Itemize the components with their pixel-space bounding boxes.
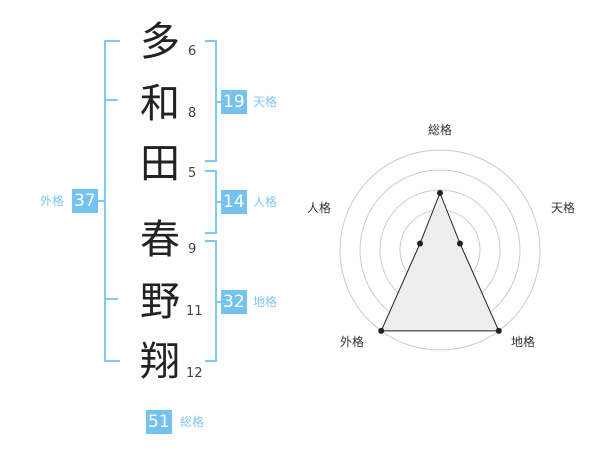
gaikaku-connector bbox=[96, 200, 104, 202]
stroke-count-2: 8 bbox=[188, 106, 197, 121]
stroke-count-4: 9 bbox=[188, 242, 197, 257]
name-char-2: 和 bbox=[140, 81, 180, 127]
tenkaku-value: 19 bbox=[221, 90, 247, 114]
gaikaku-bracket bbox=[104, 40, 120, 362]
stroke-count-3: 5 bbox=[188, 166, 197, 181]
axis-label-soukaku: 総格 bbox=[428, 122, 452, 137]
name-char-5: 野 bbox=[140, 279, 180, 325]
jinkaku-label: 人格 bbox=[253, 195, 278, 209]
gaikaku-tick-bottom bbox=[104, 298, 118, 300]
gaikaku-label: 外格 bbox=[40, 194, 65, 208]
axis-label-chikaku: 地格 bbox=[511, 334, 535, 349]
stroke-count-6: 12 bbox=[186, 366, 203, 381]
stroke-count-5: 11 bbox=[186, 304, 203, 319]
tenkaku-label: 天格 bbox=[253, 95, 278, 109]
radar-points bbox=[378, 190, 502, 334]
gaikaku-value: 37 bbox=[72, 189, 98, 213]
chikaku-connector bbox=[215, 301, 222, 303]
axis-label-gaikaku: 外格 bbox=[340, 334, 364, 349]
radar-point-1 bbox=[437, 190, 443, 196]
radar-polygon bbox=[380, 191, 500, 332]
radar-point-4 bbox=[378, 327, 385, 334]
radar-point-2 bbox=[456, 240, 463, 247]
chikaku-value: 32 bbox=[221, 290, 247, 314]
axis-label-tenkaku: 天格 bbox=[551, 200, 575, 215]
radar-point-5 bbox=[417, 240, 424, 247]
radar-chart: 総格 天格 地格 外格 人格 bbox=[307, 122, 575, 351]
name-char-4: 春 bbox=[140, 217, 180, 263]
axis-label-jinkaku: 人格 bbox=[307, 200, 331, 215]
soukaku-value: 51 bbox=[146, 410, 172, 434]
name-char-6: 翔 bbox=[140, 339, 180, 385]
name-char-1: 多 bbox=[140, 19, 180, 65]
chikaku-label: 地格 bbox=[253, 295, 278, 309]
jinkaku-value: 14 bbox=[221, 190, 247, 214]
soukaku-label: 総格 bbox=[180, 415, 205, 429]
jinkaku-connector bbox=[215, 201, 222, 203]
stroke-count-1: 6 bbox=[188, 44, 197, 59]
radar-ring-5 bbox=[339, 149, 541, 351]
radar-point-3 bbox=[495, 327, 502, 334]
name-char-3: 田 bbox=[140, 141, 180, 187]
tenkaku-connector bbox=[215, 101, 222, 103]
gaikaku-tick-top bbox=[104, 99, 118, 101]
